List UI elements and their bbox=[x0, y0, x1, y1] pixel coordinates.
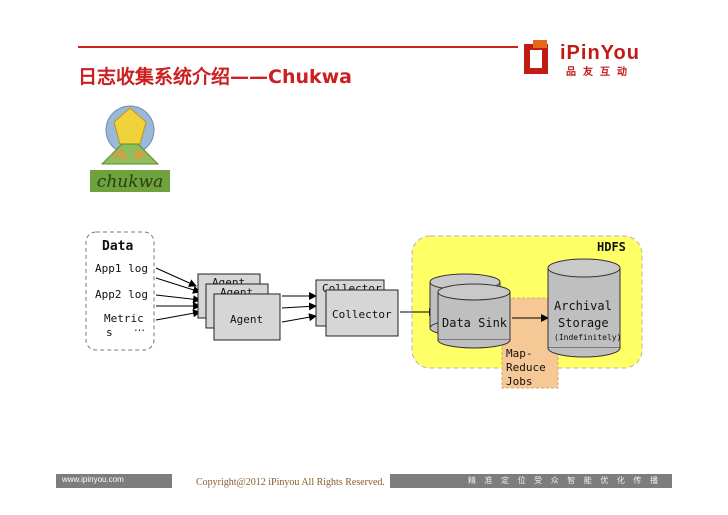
arrow-agent-collector-2 bbox=[281, 302, 317, 311]
data-item-metrics-wrap: s bbox=[106, 326, 113, 339]
data-item-metrics: Metric bbox=[104, 312, 144, 325]
collector-label-front: Collector bbox=[332, 308, 392, 321]
data-sink-label: Data Sink bbox=[442, 316, 508, 330]
data-sink-cylinder-front bbox=[437, 283, 511, 349]
data-item-ellipsis: … bbox=[134, 321, 145, 334]
archival-label-2: Storage bbox=[558, 316, 609, 330]
ipinyou-logo-icon bbox=[524, 40, 548, 74]
arrow-data-agent-2 bbox=[155, 277, 201, 294]
arrow-agent-collector-3 bbox=[281, 313, 317, 323]
mapreduce-line-1: Map- bbox=[506, 347, 533, 360]
arrow-data-agent-5 bbox=[155, 309, 201, 321]
header-divider bbox=[78, 46, 518, 48]
brand-subtitle: 品友互动 bbox=[566, 67, 634, 78]
data-source-box bbox=[85, 231, 155, 351]
agent-label-front: Agent bbox=[230, 313, 263, 326]
hdfs-label: HDFS bbox=[597, 240, 626, 254]
chukwa-logo-text: chukwa bbox=[97, 172, 163, 192]
footer-url: www.ipinyou.com bbox=[62, 475, 124, 484]
mapreduce-line-2: Reduce bbox=[506, 361, 546, 374]
slide-title: 日志收集系统介绍——Chukwa bbox=[78, 66, 353, 88]
chukwa-logo-icon: chukwa bbox=[90, 105, 170, 192]
data-item-app1: App1 log bbox=[95, 262, 148, 275]
agent-box-front bbox=[213, 293, 281, 341]
data-box-title: Data bbox=[102, 239, 133, 254]
archival-storage-cylinder bbox=[547, 258, 621, 358]
archival-label-1: Archival bbox=[554, 299, 612, 313]
footer-copyright: Copyright@2012 iPinyou All Rights Reserv… bbox=[172, 474, 390, 491]
footer-slogan: 精 准 定 位 受 众 智 能 优 化 传 播 bbox=[468, 476, 661, 485]
brand-name: iPinYou bbox=[560, 42, 640, 64]
data-item-app2: App2 log bbox=[95, 288, 148, 301]
arrow-data-agent-3 bbox=[155, 294, 201, 304]
collector-box-front bbox=[325, 289, 399, 337]
mapreduce-line-3: Jobs bbox=[506, 375, 533, 388]
arrow-data-agent-1 bbox=[155, 267, 197, 287]
archival-label-3: (Indefinitely) bbox=[554, 333, 621, 342]
